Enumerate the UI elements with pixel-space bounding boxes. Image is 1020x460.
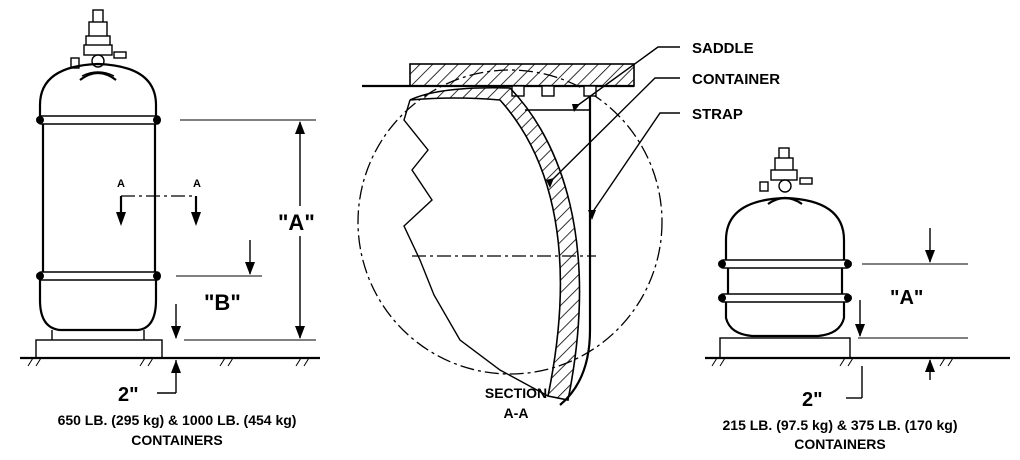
tall-container-base-plate (35, 339, 163, 359)
tall-dimension-a: "A" (180, 119, 326, 341)
tall-dim-2in-label: 2" (118, 384, 139, 406)
tall-container-body (36, 115, 161, 281)
saddle-leader (573, 46, 680, 109)
short-dimension-2in: 2" (802, 359, 935, 411)
short-container-top-dome (724, 196, 846, 264)
short-container-valve (759, 147, 813, 205)
section-mark-right: A (193, 178, 201, 190)
tall-dimension-b: "B" (171, 240, 262, 339)
tall-container-figure: A A "A" "B" 2" 650 L (20, 9, 326, 448)
tall-dimension-2in: 2" (118, 360, 181, 406)
tall-container-caption-line2: CONTAINERS (131, 432, 223, 448)
tall-container-bottom-dome (38, 280, 158, 332)
section-mark-left: A (117, 178, 125, 190)
tall-container-caption-line1: 650 LB. (295 kg) & 1000 LB. (454 kg) (58, 412, 297, 428)
strap-leader (591, 112, 680, 214)
container-leader (549, 77, 680, 183)
container-break-line (403, 99, 549, 397)
short-container-figure: "A" 2" 215 LB. (97.5 kg) & 375 LB. (170 … (705, 147, 1010, 452)
section-detail-circle (357, 69, 663, 375)
saddle (409, 63, 635, 87)
section-caption-line2: A-A (504, 405, 529, 421)
section-cut-line: A A (116, 178, 201, 226)
section-caption-line1: SECTION (485, 385, 547, 401)
short-container-bottom-dome (724, 302, 846, 338)
label-container: CONTAINER (692, 71, 780, 88)
strap (559, 96, 592, 406)
short-container-base-plate (719, 337, 851, 359)
short-container-caption-line2: CONTAINERS (794, 436, 886, 452)
section-view: SADDLE CONTAINER STRAP SECTION A-A (357, 40, 780, 421)
short-container-caption-line1: 215 LB. (97.5 kg) & 375 LB. (170 kg) (723, 417, 958, 433)
tall-dim-a-label: "A" (278, 210, 315, 235)
short-dim-2in-label: 2" (802, 389, 823, 411)
short-dim-a-label: "A" (890, 287, 923, 309)
tall-container-valve (70, 9, 127, 81)
label-strap: STRAP (692, 106, 743, 123)
tall-dim-b-label: "B" (204, 290, 241, 315)
label-saddle: SADDLE (692, 40, 754, 57)
tall-container-top-dome (38, 62, 158, 120)
short-dimension-a: "A" (855, 228, 968, 339)
short-container-body (718, 259, 852, 303)
container-wall (409, 86, 581, 401)
